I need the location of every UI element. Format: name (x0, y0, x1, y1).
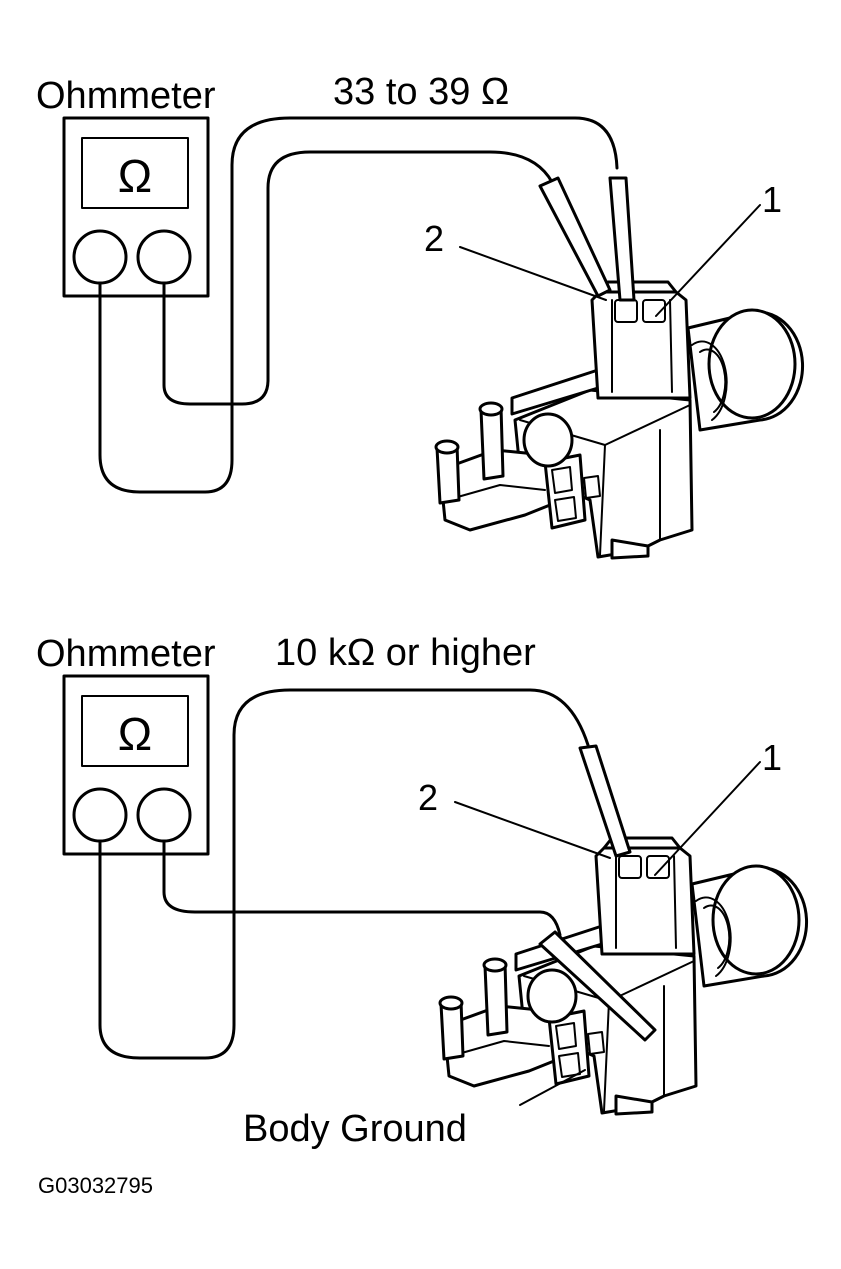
bottom-test-lead-right (162, 839, 562, 937)
body-ground-label: Body Ground (243, 1108, 467, 1150)
top-resistance-spec: 33 to 39 Ω (333, 71, 509, 113)
bottom-ohmmeter-icon (62, 674, 210, 856)
figure-code: G03032795 (38, 1173, 153, 1198)
top-probe-1 (608, 176, 636, 302)
top-callout-line-2 (459, 246, 607, 301)
bottom-callout-2: 2 (418, 777, 438, 818)
bottom-probe-ground (538, 930, 657, 1042)
top-callout-1: 1 (762, 179, 782, 220)
bottom-ohm-symbol: Ω (118, 708, 152, 760)
top-callout-line-1 (655, 204, 761, 317)
bottom-vsv-component (438, 836, 809, 1116)
top-callout-2: 2 (424, 218, 444, 259)
top-ohmmeter-label: Ohmmeter (36, 75, 216, 117)
top-test-lead-right (162, 150, 554, 406)
top-panel: Ohmmeter 33 to 39 Ω Ω 2 1 (36, 71, 805, 560)
bottom-callout-1: 1 (762, 737, 782, 778)
bottom-probe-1 (578, 744, 632, 858)
bottom-panel: Ohmmeter 10 kΩ or higher Ω 2 1 Body Grou… (36, 632, 809, 1150)
top-test-lead-left (98, 116, 619, 494)
body-ground-pointer (519, 1069, 586, 1106)
top-ohmmeter-icon (62, 116, 210, 298)
bottom-resistance-spec: 10 kΩ or higher (275, 632, 536, 674)
bottom-callout-line-2 (454, 801, 611, 859)
top-probe-2 (538, 176, 612, 298)
bottom-ohmmeter-label: Ohmmeter (36, 633, 216, 675)
bottom-test-lead-left (98, 688, 590, 1060)
bottom-callout-line-1 (654, 761, 761, 876)
top-ohm-symbol: Ω (118, 150, 152, 202)
top-vsv-component (434, 280, 805, 560)
